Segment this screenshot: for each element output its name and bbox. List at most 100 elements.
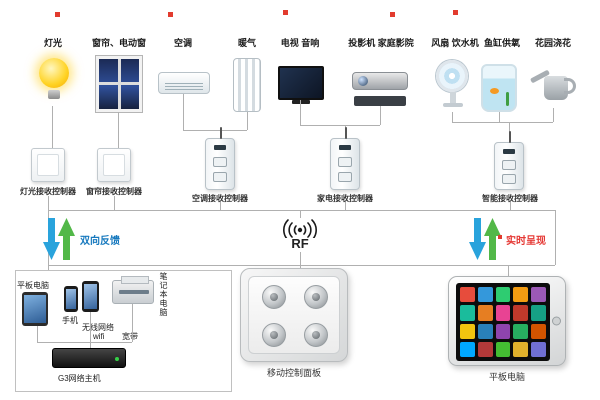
phone-label: 手机: [62, 316, 78, 325]
app-icon: [495, 287, 511, 303]
connector-line: [499, 112, 500, 122]
wifi-label: wifi: [93, 332, 105, 341]
projector-icon: [352, 72, 408, 90]
wall-control-panel: [240, 268, 348, 362]
small-tablet-icon: [22, 292, 48, 326]
tablet-label: 平板电脑: [488, 372, 526, 382]
device-label-ac: 空调: [173, 38, 193, 48]
app-icon: [513, 305, 529, 321]
rf-signal-icon: [283, 219, 317, 238]
connector-line: [510, 202, 511, 210]
window-curtain-icon: [95, 55, 143, 113]
app-icon: [513, 341, 529, 357]
bus-line: [300, 252, 301, 265]
receiver-label-light: 灯光接收控制器: [20, 187, 76, 196]
connector-line: [452, 122, 553, 123]
receiver-label-curtain: 窗帘接收控制器: [86, 187, 142, 196]
connector-line: [90, 312, 91, 348]
app-icon: [477, 287, 493, 303]
app-icon: [513, 323, 529, 339]
appliance-receiver-icon: [330, 127, 360, 190]
device-label-lights: 灯光: [43, 38, 63, 48]
app-icon: [513, 287, 529, 303]
connector-line: [37, 326, 38, 342]
connector-line: [132, 304, 133, 342]
ac-receiver-icon: [205, 127, 235, 190]
laptop-printer-icon: [112, 276, 154, 304]
laptop-label: 笔记本电脑: [159, 272, 168, 317]
app-icon: [460, 323, 475, 339]
red-bullet-icon: [498, 235, 502, 239]
home-theater-icon: [354, 96, 406, 106]
connector-line: [48, 196, 49, 210]
small-tablet-label: 平板电脑: [17, 281, 49, 290]
receiver-label-appliance: 家电接收控制器: [317, 194, 373, 203]
device-label-fishtank: 鱼缸供氧: [483, 38, 521, 48]
device-label-garden: 花园浇花: [534, 38, 572, 48]
app-icon: [477, 341, 493, 357]
connector-line: [300, 125, 380, 126]
connector-line: [114, 196, 115, 210]
broadband-label: 宽带: [122, 332, 138, 341]
rf-label: RF: [291, 236, 309, 251]
tv-stand: [292, 100, 310, 104]
light-receiver-icon: [31, 148, 65, 182]
app-icon: [460, 305, 475, 321]
radiator-icon: [233, 58, 261, 112]
device-label-projector: 投影机 家庭影院: [348, 38, 414, 48]
app-icon: [531, 305, 546, 321]
tablet-screen[interactable]: [456, 283, 550, 361]
watering-can-icon: [529, 66, 578, 110]
tv-icon: [278, 66, 324, 100]
phone-icon: [82, 281, 99, 312]
bus-line: [300, 210, 301, 218]
smart-receiver-icon: [494, 131, 524, 190]
connector-line: [37, 342, 132, 343]
connector-line: [220, 202, 221, 210]
panel-face: [248, 276, 340, 354]
connector-line: [52, 106, 53, 148]
panel-button[interactable]: [304, 285, 328, 309]
connector-line: [300, 265, 301, 270]
curtain-receiver-icon: [97, 148, 131, 182]
realtime-arrows-icon: [469, 218, 501, 260]
app-icon: [495, 305, 511, 321]
connector-line: [300, 100, 301, 125]
bus-line: [555, 210, 556, 265]
wireless-label: 无线网络: [82, 323, 114, 332]
panel-button[interactable]: [262, 285, 286, 309]
red-marker: [55, 12, 60, 17]
home-button-icon[interactable]: [552, 316, 561, 326]
red-marker: [168, 12, 173, 17]
app-icon: [531, 323, 546, 339]
g3-host-label: G3网络主机: [58, 374, 101, 383]
app-icon: [531, 341, 546, 357]
fan-icon: [436, 60, 470, 112]
connector-line: [247, 112, 248, 130]
app-icon: [531, 287, 546, 303]
connector-line: [48, 265, 49, 272]
panel-button[interactable]: [262, 323, 286, 347]
tablet-device: [448, 276, 566, 366]
device-label-tv: 电视 音响: [280, 38, 320, 48]
device-label-curtain: 窗帘、电动窗: [91, 38, 147, 48]
fish-tank-icon: [481, 64, 517, 112]
app-icon: [460, 341, 475, 357]
connector-line: [380, 106, 381, 125]
receiver-label-smart: 智能接收控制器: [482, 194, 538, 203]
receiver-label-ac: 空调接收控制器: [192, 194, 248, 203]
app-icon: [477, 323, 493, 339]
app-icon: [460, 287, 475, 303]
connector-line: [183, 94, 184, 130]
connector-line: [118, 112, 119, 148]
realtime-label: 实时呈现: [506, 236, 546, 247]
lightbulb-icon: [38, 56, 70, 106]
red-marker: [283, 10, 288, 15]
device-label-heater: 暖气: [237, 38, 257, 48]
panel-button[interactable]: [304, 323, 328, 347]
bus-line: [48, 210, 555, 211]
red-marker: [390, 12, 395, 17]
phone-icon: [64, 286, 78, 312]
g3-host-icon: [52, 348, 126, 368]
